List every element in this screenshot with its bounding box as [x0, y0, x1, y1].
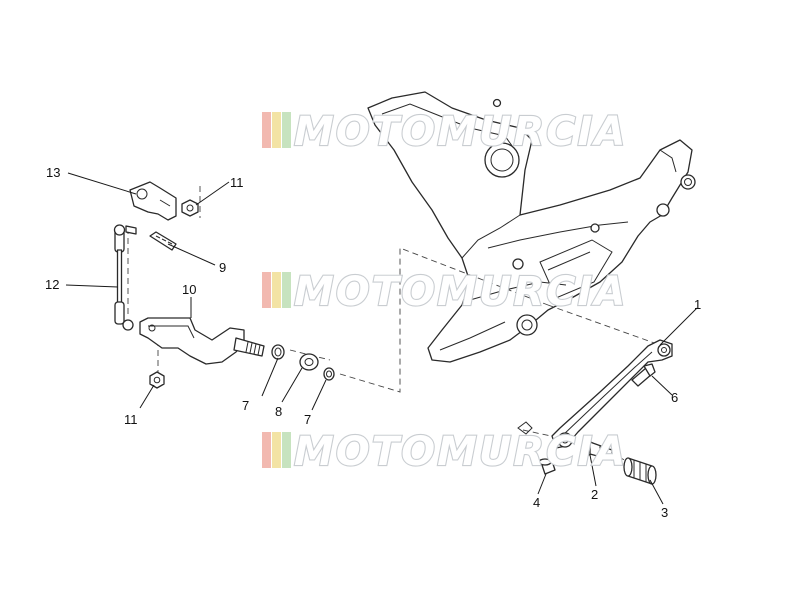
callout-4: 4	[533, 495, 540, 510]
callout-13: 13	[46, 165, 60, 180]
part-13-rod-end	[129, 181, 177, 221]
callout-10: 10	[182, 282, 196, 297]
watermark-text: MOTOMURCIA	[294, 429, 627, 475]
part-7-circlip-left	[271, 344, 285, 360]
watermark-bottom: MOTOMURCIA	[262, 428, 627, 476]
part-2-pivot-pin	[581, 440, 613, 461]
callout-12: 12	[45, 277, 59, 292]
part-9-screw	[149, 231, 177, 251]
callout-11-upper: 11	[230, 175, 244, 190]
part-6-bolt	[631, 363, 656, 387]
callout-7-right: 7	[304, 412, 311, 427]
watermark-middle: MOTOMURCIA	[262, 268, 627, 316]
callout-labels: 13 11 9 12 10 1 6 7 8 7 11 4 2 3	[45, 165, 701, 520]
callout-1: 1	[694, 297, 701, 312]
leader-lines	[65, 172, 698, 505]
callout-8: 8	[275, 404, 282, 419]
callout-6: 6	[671, 390, 678, 405]
part-11-nut-upper	[181, 199, 199, 217]
callout-9: 9	[219, 260, 226, 275]
part-3-pedal-rubber	[623, 457, 657, 485]
part-11-nut-lower	[149, 371, 165, 389]
watermark-text: MOTOMURCIA	[294, 109, 627, 155]
frame-bracket	[367, 91, 696, 363]
watermark-top: MOTOMURCIA	[262, 108, 627, 156]
part-8-washer	[299, 353, 319, 371]
callout-7-left: 7	[242, 398, 249, 413]
part-10-shift-arm	[139, 317, 265, 365]
callout-3: 3	[661, 505, 668, 520]
pin-clip	[517, 421, 533, 435]
watermark-text: MOTOMURCIA	[294, 269, 627, 315]
part-1-pedal	[551, 339, 673, 449]
part-12-linkage-rod	[113, 224, 137, 331]
part-7-circlip-right	[323, 367, 335, 381]
callout-11-lower: 11	[124, 412, 138, 427]
part-4-pin	[538, 457, 556, 475]
callout-2: 2	[591, 487, 598, 502]
